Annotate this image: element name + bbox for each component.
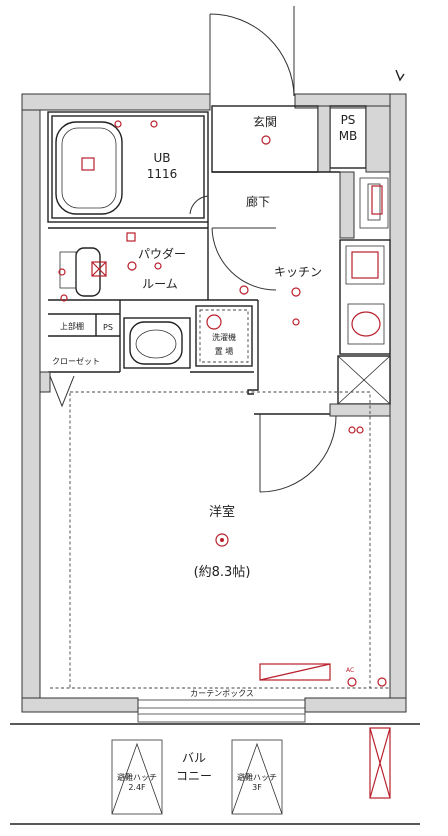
entrance-door: [209, 6, 295, 97]
ub-label-1: UB: [153, 151, 170, 165]
kitchen-sink: [351, 251, 381, 337]
western-room-label: 洋室: [209, 504, 235, 520]
ps-label: PS: [103, 323, 113, 332]
balcony-label-1: バル: [182, 751, 206, 765]
powder-room-label-2: ルーム: [142, 277, 178, 291]
washbasin: [59, 247, 101, 297]
laundry-pan: [206, 314, 222, 330]
entrance-label: 玄関: [253, 114, 277, 129]
interior-walls: [39, 105, 391, 417]
ub-label-2: 1116: [147, 167, 178, 181]
toilet: [129, 321, 183, 365]
ps-mb-label-2: MB: [339, 129, 358, 143]
laundry-label-2: 置 場: [215, 346, 234, 356]
upper-shelf-label: 上部棚: [60, 321, 84, 331]
closet-label: クローゼット: [52, 356, 100, 366]
ps-mb-label-1: PS: [341, 113, 356, 127]
curtain-box-label: カーテンボックス: [190, 689, 254, 698]
ac-label: AC: [346, 667, 354, 674]
hatch-right-label-1: 避難ハッチ: [237, 772, 277, 782]
hatch-left-label-1: 避難ハッチ: [117, 772, 157, 782]
electrical-symbols: [58, 120, 391, 799]
hatch-left-label-2: 2.4F: [128, 783, 146, 792]
balcony: [10, 723, 420, 825]
powder-room-label-1: パウダー: [138, 246, 186, 261]
laundry-label-1: 洗濯機: [212, 332, 236, 342]
balcony-label-2: コニー: [176, 769, 212, 783]
hatch-right-label-2: 3F: [252, 783, 262, 792]
interior-doors: [49, 195, 337, 493]
outer-walls: [21, 93, 407, 723]
western-room-area-label: (約8.3帖): [194, 565, 251, 580]
hallway-label: 廊下: [246, 194, 270, 209]
western-room-outline: [69, 391, 371, 689]
bathtub: [55, 121, 123, 215]
north-mark: [395, 69, 405, 82]
kitchen-label: キッチン: [274, 265, 322, 279]
